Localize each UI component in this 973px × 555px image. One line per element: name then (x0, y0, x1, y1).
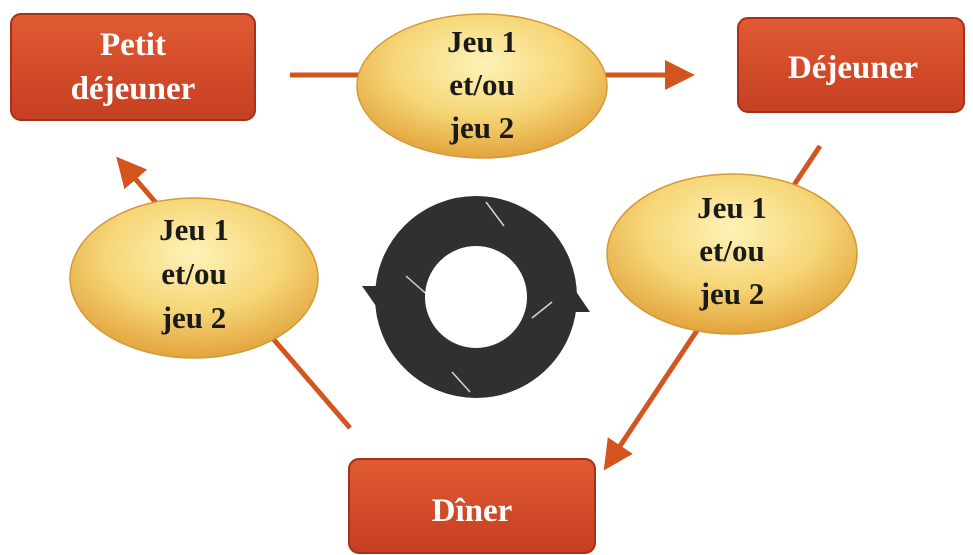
game-left-line2: et/ou (161, 256, 226, 291)
meal-box-breakfast: Petit déjeuner (10, 13, 256, 121)
game-left-line3: jeu 2 (161, 300, 227, 335)
breakfast-label-line2: déjeuner (71, 71, 196, 107)
meal-box-lunch: Déjeuner (737, 17, 965, 113)
meal-box-dinner: Dîner (348, 458, 596, 554)
game-left-line1: Jeu 1 (159, 212, 229, 247)
dinner-label: Dîner (432, 493, 513, 529)
game-ellipse-top: Jeu 1 et/ou jeu 2 (356, 13, 608, 159)
game-ellipse-right: Jeu 1 et/ou jeu 2 (606, 173, 858, 335)
game-top-line1: Jeu 1 (447, 24, 517, 59)
game-top-line2: et/ou (449, 67, 514, 102)
game-top-line3: jeu 2 (449, 110, 515, 145)
circular-cycle-arrows-icon (362, 196, 590, 398)
breakfast-label-line1: Petit (100, 27, 166, 63)
game-ellipse-left: Jeu 1 et/ou jeu 2 (69, 197, 319, 359)
game-right-line3: jeu 2 (699, 276, 765, 311)
game-right-line2: et/ou (699, 233, 764, 268)
game-right-line1: Jeu 1 (697, 190, 767, 225)
lunch-label: Déjeuner (788, 50, 918, 86)
